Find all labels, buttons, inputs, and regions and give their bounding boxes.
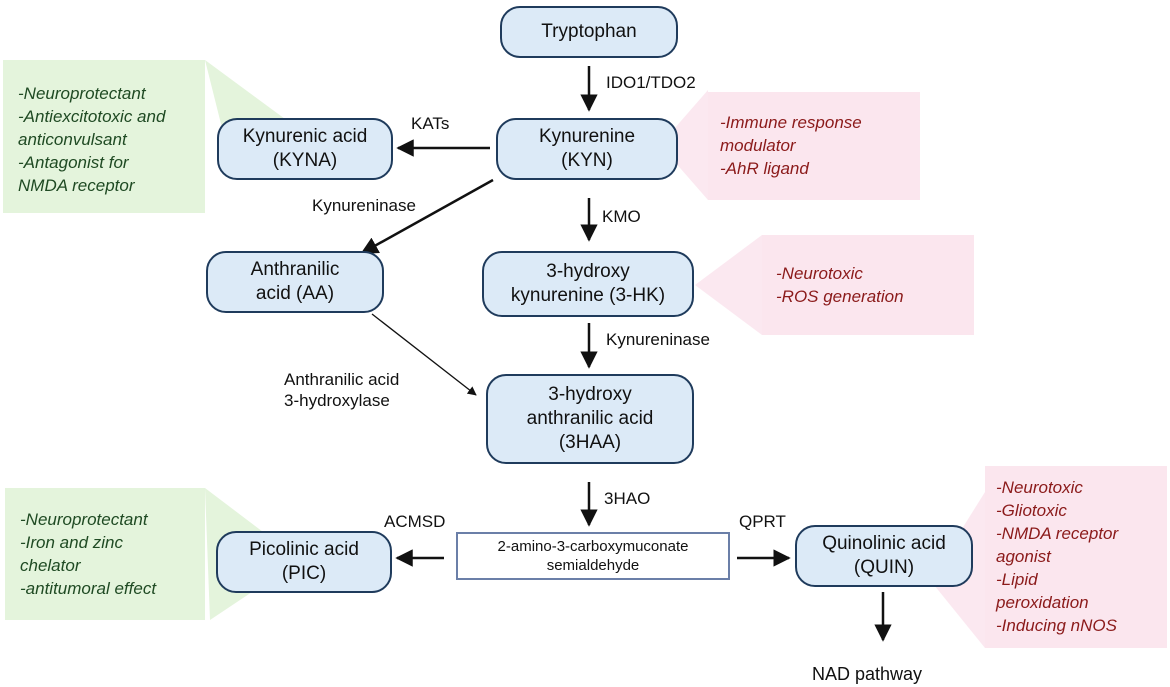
enzyme-acmsd: ACMSD [384,512,446,531]
node-acms-line2: semialdehyde [546,557,640,574]
node-3-hydroxykynurenine-line2: kynurenine (3-HK) [510,285,666,306]
note-kyn-line1: -Immune response [720,113,862,132]
enzyme-ido1-tdo2: IDO1/TDO2 [606,73,696,92]
node-2-amino-3-carboxymuconate-semialdehyde: 2-amino-3-carboxymuconate semialdehyde [456,532,730,580]
nad-pathway-label: NAD pathway [812,664,923,684]
note-kyn-line3: -AhR ligand [720,159,809,178]
note-quin-line1: -Neurotoxic [996,478,1083,497]
note-pic-line1: -Neuroprotectant [20,510,148,529]
note-pic-line2: -Iron and zinc [20,533,123,552]
hk-note-box [762,235,974,335]
node-tryptophan: Tryptophan [500,6,678,58]
note-quin-line2: -Gliotoxic [996,501,1067,520]
node-kynurenine: Kynurenine (KYN) [496,118,678,180]
node-anthranilic-acid-line2: acid (AA) [255,283,335,304]
note-kyn-line2: modulator [720,136,796,155]
enzyme-kats: KATs [411,114,450,133]
note-pic-line3: chelator [20,556,81,575]
note-kyna-line5: NMDA receptor [18,176,135,195]
enzyme-kmo: KMO [602,207,641,226]
enzyme-qprt: QPRT [739,512,786,531]
enzyme-anthranilic-acid-3-hydroxylase: Anthranilic acid 3-hydroxylase [284,369,399,411]
arrow-aa-haa [371,313,477,396]
enzyme-kynureninase-1: Kynureninase [312,196,416,215]
arrow-kyn-aa [360,178,494,255]
node-tryptophan-label: Tryptophan [541,21,637,42]
note-kyn-effects: -Immune response modulator -AhR ligand [720,111,862,180]
enzyme-kynureninase-2: Kynureninase [606,330,710,349]
quin-note-box [985,466,1167,648]
note-3hk-line1: -Neurotoxic [776,264,863,283]
note-quin-line4: agonist [996,547,1051,566]
note-3hk-effects: -Neurotoxic -ROS generation [776,262,904,308]
note-pic-effects: -Neuroprotectant -Iron and zinc chelator… [20,508,156,600]
node-acms-line1: 2-amino-3-carboxymuconate [497,538,689,555]
note-kyna-line4: -Antagonist for [18,153,129,172]
node-quinolinic-acid-line2: (QUIN) [853,557,915,578]
node-kynurenic-acid-line1: Kynurenic acid [242,126,368,147]
note-quin-effects: -Neurotoxic -Gliotoxic -NMDA receptor ag… [996,476,1118,637]
kyn-note-wedge [660,90,708,200]
node-3-hydroxykynurenine-line1: 3-hydroxy [546,261,630,282]
note-quin-line3: -NMDA receptor [996,524,1119,543]
enzyme-aa3h-line1: Anthranilic acid [284,370,400,389]
kyna-note-box [3,60,205,213]
node-picolinic-acid: Picolinic acid (PIC) [216,531,392,593]
note-3hk-line2: -ROS generation [776,287,904,306]
node-3-hydroxyanthranilic-acid: 3-hydroxy anthranilic acid (3HAA) [486,374,694,464]
pic-note-box [5,488,205,620]
hk-note-wedge [695,235,762,335]
node-quinolinic-acid: Quinolinic acid (QUIN) [795,525,973,587]
node-3haa-line1: 3-hydroxy [548,384,632,405]
enzyme-aa3h-line2: 3-hydroxylase [284,391,390,410]
note-kyna-line1: -Neuroprotectant [18,84,146,103]
note-kyna-line3: anticonvulsant [18,130,127,149]
node-kynurenic-acid-line2: (KYNA) [272,150,338,171]
enzyme-3hao: 3HAO [604,489,651,508]
node-anthranilic-acid: Anthranilic acid (AA) [206,251,384,313]
node-kynurenine-line1: Kynurenine [538,126,636,147]
node-quinolinic-acid-line1: Quinolinic acid [822,533,946,554]
kyn-note-box [708,92,920,200]
note-kyna-effects: -Neuroprotectant -Antiexcitotoxic and an… [18,82,165,197]
node-picolinic-acid-line2: (PIC) [281,563,327,584]
node-anthranilic-acid-line1: Anthranilic [250,259,340,280]
node-3haa-line2: anthranilic acid [526,408,654,429]
note-kyna-line2: -Antiexcitotoxic and [18,107,166,126]
node-kynurenine-line2: (KYN) [561,150,613,171]
node-picolinic-acid-line1: Picolinic acid [249,539,359,560]
note-quin-line7: -Inducing nNOS [996,616,1117,635]
note-quin-line5: -Lipid [996,570,1038,589]
node-3-hydroxykynurenine: 3-hydroxy kynurenine (3-HK) [482,251,694,317]
note-quin-line6: peroxidation [996,593,1089,612]
note-pic-line4: -antitumoral effect [20,579,157,598]
node-3haa-line3: (3HAA) [558,432,622,453]
node-kynurenic-acid: Kynurenic acid (KYNA) [217,118,393,180]
